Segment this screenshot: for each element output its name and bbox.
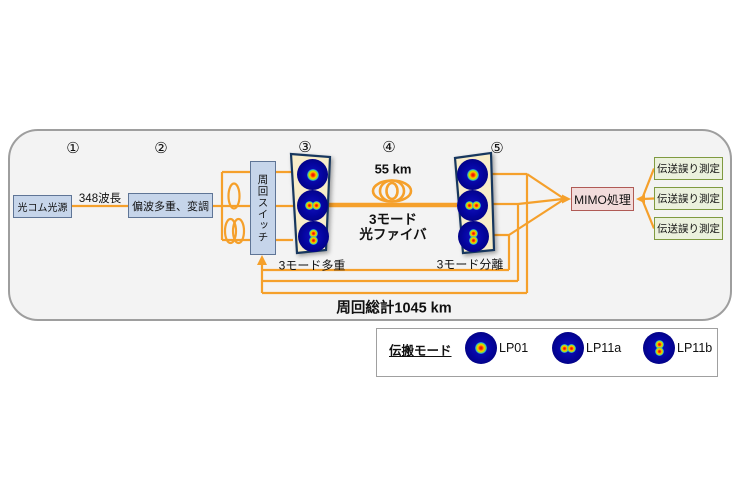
- experiment-loop-panel: [8, 129, 732, 321]
- error-measurement-box-2: 伝送誤り測定: [654, 187, 723, 210]
- loop-total-label: 周回総計1045 km: [336, 300, 452, 317]
- legend-lp11a-label: LP11a: [586, 341, 622, 355]
- mode-mux-label: 3モード多重: [278, 258, 346, 273]
- mode-demux-label: 3モード分離: [436, 257, 504, 272]
- mux-lp11b-mode-icon: [298, 221, 329, 252]
- legend-lp11a-mode-icon: [552, 332, 584, 364]
- mux-lp01-mode-icon: [297, 159, 328, 190]
- step-3-label: ③: [298, 139, 312, 156]
- demux-lp11b-mode-icon: [458, 221, 489, 252]
- comb-source-label: 光コム光源: [17, 203, 68, 214]
- legend-panel: 伝搬モード LP01 LP11a LP11b: [376, 328, 718, 377]
- fiber-name-line2: 光ファイバ: [359, 227, 427, 242]
- step-5-label: ⑤: [490, 140, 504, 157]
- legend-title: 伝搬モード: [389, 344, 452, 358]
- loop-switch-box: 周回スイッチ: [250, 161, 276, 255]
- error-measurement-label-3: 伝送誤り測定: [657, 223, 720, 235]
- loop-switch-label: 周回スイッチ: [256, 173, 269, 243]
- demux-lp01-mode-icon: [457, 159, 488, 190]
- error-measurement-label-2: 伝送誤り測定: [657, 193, 720, 205]
- mimo-label: MIMO処理: [574, 192, 631, 207]
- error-measurement-box-3: 伝送誤り測定: [654, 217, 723, 240]
- fiber-name-line1: 3モード: [368, 212, 418, 227]
- step-2-label: ②: [154, 140, 168, 157]
- mimo-box: MIMO処理: [571, 187, 634, 211]
- modulator-label: 偏波多重、変調: [132, 200, 209, 213]
- comb-source-box: 光コム光源: [13, 195, 72, 218]
- legend-lp01-label: LP01: [499, 341, 529, 355]
- wavelength-count-label: 348波長: [78, 193, 122, 205]
- error-measurement-box-1: 伝送誤り測定: [654, 157, 723, 180]
- demux-lp11a-mode-icon: [457, 190, 488, 221]
- step-4-label: ④: [382, 139, 396, 156]
- step-1-label: ①: [66, 140, 80, 157]
- fiber-distance-label: 55 km: [374, 161, 412, 177]
- error-measurement-label-1: 伝送誤り測定: [657, 163, 720, 175]
- modulator-box: 偏波多重、変調: [128, 193, 213, 218]
- legend-lp11b-mode-icon: [643, 332, 675, 364]
- legend-lp01-mode-icon: [465, 332, 497, 364]
- legend-lp11b-label: LP11b: [677, 341, 713, 355]
- mux-lp11a-mode-icon: [297, 190, 328, 221]
